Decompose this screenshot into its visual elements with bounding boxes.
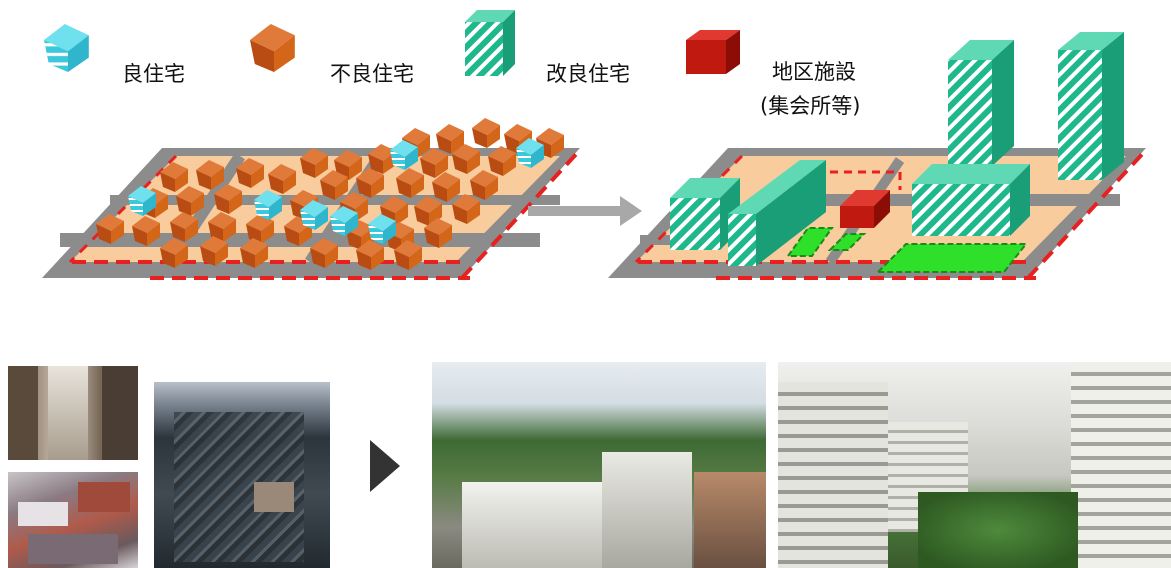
park-areas [786,227,1029,273]
good-housing-label: 良住宅 [122,62,185,86]
bad-housing-legend-icon [250,24,295,72]
improved-housing-low-block [912,164,1030,236]
good-housing-legend-icon [44,24,89,72]
before-alley-photo [8,366,138,460]
after-courtyard-photo [778,362,1171,568]
district-facility-label: 地区施設 [772,60,856,84]
district-facility-building [840,190,890,228]
bad-housing-label: 不良住宅 [330,62,414,86]
triangle-right-icon [370,440,400,492]
district-facility-legend-icon [686,30,740,74]
arrow-right-icon [528,196,642,226]
improved-housing-block-2 [728,160,826,266]
improved-housing-tower-2 [1058,32,1124,180]
improved-housing-tower-1 [948,40,1014,166]
after-district-diagram [608,32,1148,280]
before-district-diagram [42,118,582,280]
before-rooftops-photo [8,472,138,568]
improved-housing-legend-icon [465,10,515,76]
after-hillside-photo [432,362,766,568]
before-aerial-photo [154,382,330,568]
district-facility-sublabel: (集会所等) [760,94,861,118]
improved-housing-label: 改良住宅 [546,62,630,86]
